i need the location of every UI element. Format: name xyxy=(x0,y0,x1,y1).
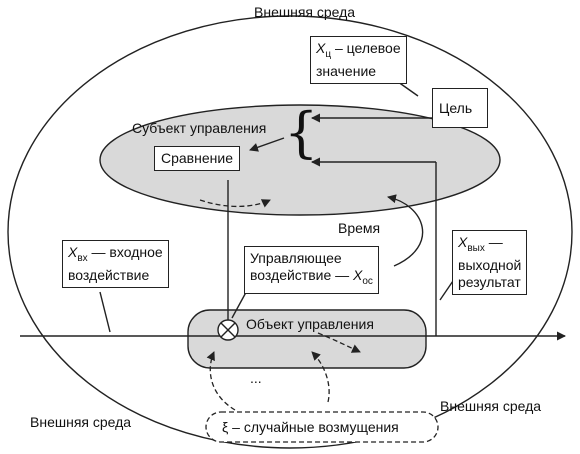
target-value-symbol: X xyxy=(316,40,326,56)
control-action-text-1: Управляющее xyxy=(250,250,342,266)
target-value-text-1: – целевое xyxy=(331,40,401,56)
output-text-2: выходной xyxy=(458,256,522,273)
goal-box: Цель xyxy=(432,88,488,128)
comparator-cross-2 xyxy=(220,322,236,338)
output-callout: Xвых — выходной результат xyxy=(452,230,528,295)
target-value-text-2: значение xyxy=(316,62,377,79)
control-action-callout: Управляющее воздействие — Xос xyxy=(244,246,379,294)
subject-dashed-arrow xyxy=(199,199,271,208)
input-symbol: X xyxy=(68,244,78,260)
input-subscript: вх xyxy=(77,252,88,264)
target-value-subscript: ц xyxy=(325,48,332,60)
input-text-1: — входное xyxy=(87,244,163,260)
disturbance-pill xyxy=(205,411,439,443)
brace-to-compare-arrow xyxy=(249,137,285,152)
disturbance-arrow-left xyxy=(206,351,236,411)
disturbance-arrow-right xyxy=(311,351,330,403)
disturbance-label: ξ – случайные возмущения xyxy=(222,419,399,435)
environment-top-label: Внешняя среда xyxy=(254,4,356,20)
subject-brace: { xyxy=(284,101,319,164)
environment-ellipse xyxy=(7,15,573,449)
target-value-callout: Xц – целевое значение xyxy=(310,36,407,84)
output-subscript: вых xyxy=(467,242,485,254)
environment-bottom-right-label: Внешняя среда xyxy=(440,398,542,414)
disturbance-dots: ... xyxy=(250,370,262,386)
input-text-2: воздействие xyxy=(68,266,150,283)
output-text-3: результат xyxy=(458,273,521,290)
input-callout-pointer xyxy=(99,291,111,333)
time-curve-arrow xyxy=(387,194,424,267)
object-title: Объект управления xyxy=(246,316,374,332)
control-action-subscript: ос xyxy=(362,275,373,287)
subject-ellipse xyxy=(99,104,501,216)
output-text-1: — xyxy=(484,234,503,250)
control-action-symbol: X xyxy=(353,267,363,283)
output-symbol: X xyxy=(458,234,468,250)
object-dashed-arrow xyxy=(317,332,361,353)
compare-box: Сравнение xyxy=(154,146,240,171)
subject-title: Субъект управления xyxy=(132,120,267,136)
environment-bottom-left-label: Внешняя среда xyxy=(30,414,132,430)
object-box xyxy=(187,309,427,369)
control-action-text-2: воздействие — xyxy=(250,267,354,283)
input-callout: Xвх — входное воздействие xyxy=(62,240,169,288)
time-label: Время xyxy=(338,220,381,236)
